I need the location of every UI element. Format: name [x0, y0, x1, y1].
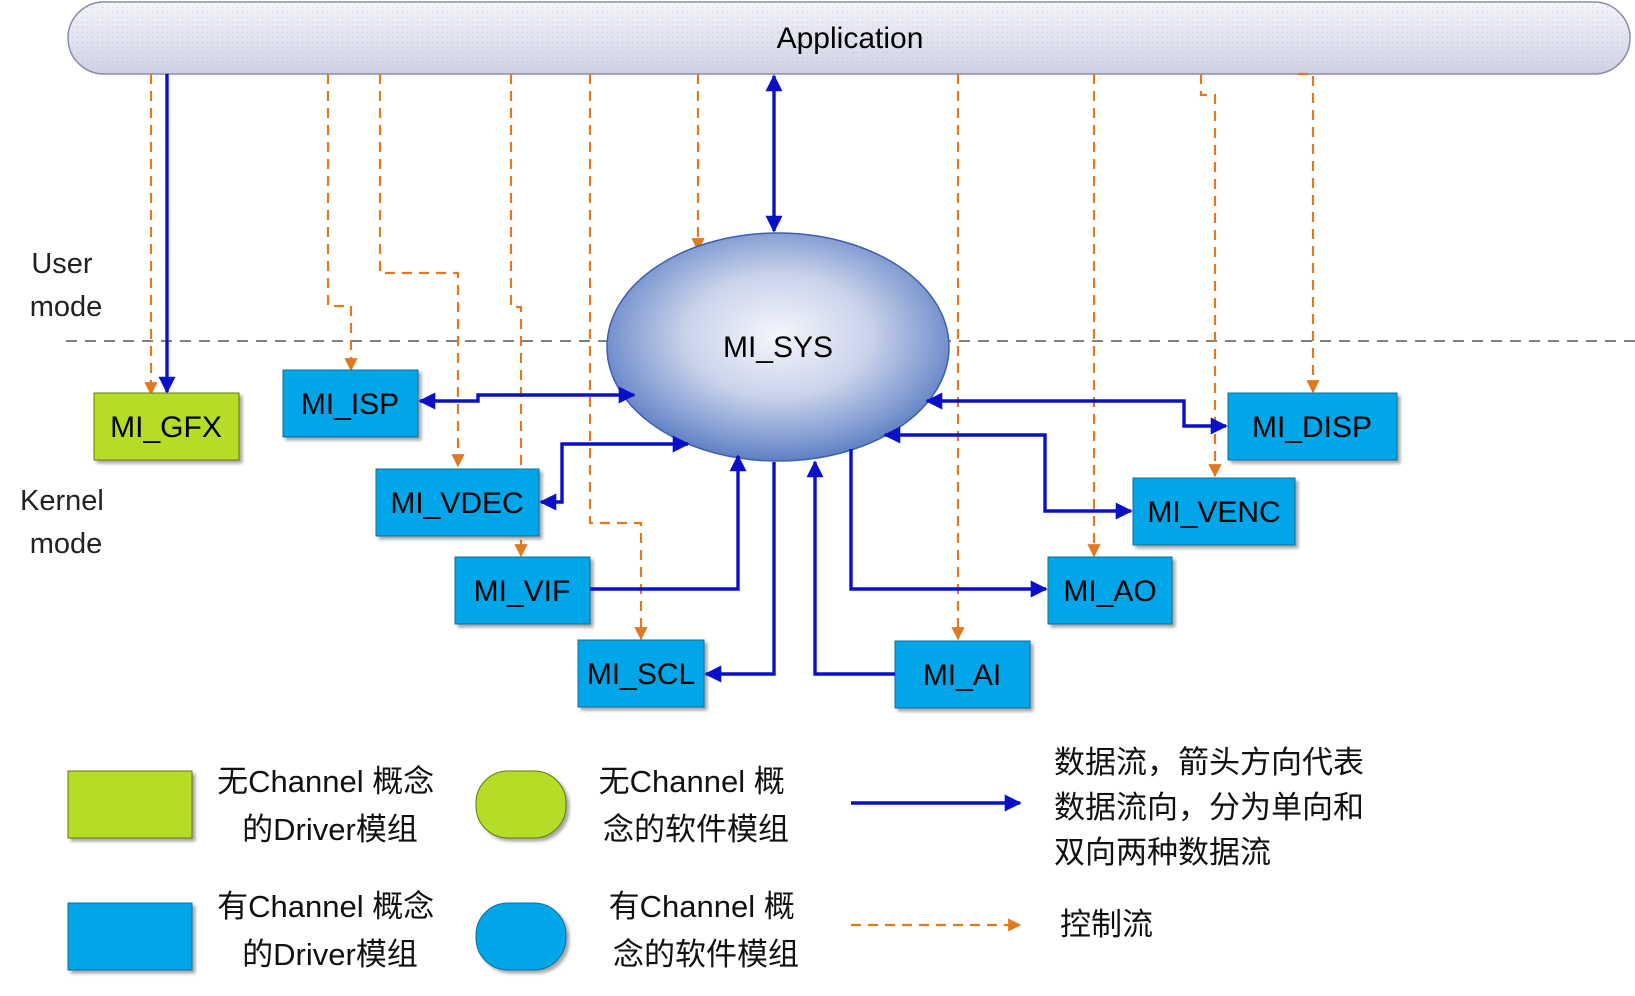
control-arrow-disp	[1298, 72, 1320, 394]
legend-label-channel-software: 有Channel 概 念的软件模组	[609, 889, 804, 972]
mi-sys-label: MI_SYS	[723, 331, 833, 364]
application-label: Application	[777, 22, 924, 55]
legend-swatch-no-channel-software	[475, 770, 567, 839]
legend-swatch-channel-driver	[67, 902, 193, 971]
module-label: MI_VIF	[474, 575, 571, 608]
data-arrow-venc-sys	[883, 426, 1133, 520]
legend: 无Channel 概念 的Driver模组 无Channel 概 念的软件模组 …	[67, 745, 1373, 972]
module-label: MI_AI	[923, 659, 1001, 692]
control-arrow-vdec	[378, 74, 465, 468]
legend-label-channel-driver: 有Channel 概念 的Driver模组	[217, 889, 443, 972]
application-bar: Application	[67, 1, 1631, 75]
data-arrow-vif-sys	[590, 454, 747, 591]
data-arrow-vdec-sys	[539, 435, 690, 511]
control-arrow-venc	[1199, 74, 1222, 478]
legend-label-control-flow: 控制流	[1060, 907, 1153, 942]
module-mi-vdec: MI_VDEC	[375, 468, 540, 537]
legend-label-no-channel-driver: 无Channel 概念 的Driver模组	[217, 764, 443, 847]
data-arrow-disp-sys	[925, 392, 1228, 435]
module-mi-gfx: MI_GFX	[93, 392, 240, 461]
module-label: MI_DISP	[1252, 411, 1372, 444]
module-label: MI_AO	[1063, 575, 1156, 608]
control-arrow-scl	[588, 74, 648, 641]
module-label: MI_ISP	[301, 388, 399, 421]
module-label: MI_VENC	[1147, 496, 1280, 529]
module-mi-ai: MI_AI	[894, 640, 1031, 709]
module-mi-disp: MI_DISP	[1227, 392, 1398, 461]
legend-label-no-channel-software: 无Channel 概 念的软件模组	[599, 764, 794, 847]
data-arrow-ai-sys	[806, 460, 895, 676]
module-mi-isp: MI_ISP	[282, 369, 419, 438]
control-arrow-vif	[509, 74, 528, 558]
user-mode-label: User mode	[30, 248, 103, 323]
data-arrow-isp-sys	[418, 386, 636, 410]
module-label: MI_GFX	[110, 411, 222, 444]
legend-swatch-no-channel-driver	[67, 770, 193, 839]
module-label: MI_VDEC	[390, 487, 523, 520]
kernel-mode-label: Kernel mode	[20, 485, 112, 560]
module-mi-venc: MI_VENC	[1132, 477, 1296, 546]
legend-swatch-channel-software	[475, 902, 567, 971]
module-label: MI_SCL	[587, 658, 695, 691]
legend-label-data-flow: 数据流，箭头方向代表 数据流向，分为单向和 双向两种数据流	[1054, 745, 1373, 870]
control-flow-arrows	[144, 72, 1320, 641]
data-flow-arrows	[158, 74, 1228, 683]
control-arrow-isp	[326, 74, 358, 372]
module-mi-scl: MI_SCL	[577, 639, 705, 708]
module-mi-vif: MI_VIF	[454, 556, 591, 625]
mi-sys-node: MI_SYS	[606, 232, 950, 462]
data-arrow-sys-ao	[849, 449, 1048, 598]
data-arrow-sys-scl	[704, 462, 776, 683]
module-mi-ao: MI_AO	[1047, 556, 1173, 625]
